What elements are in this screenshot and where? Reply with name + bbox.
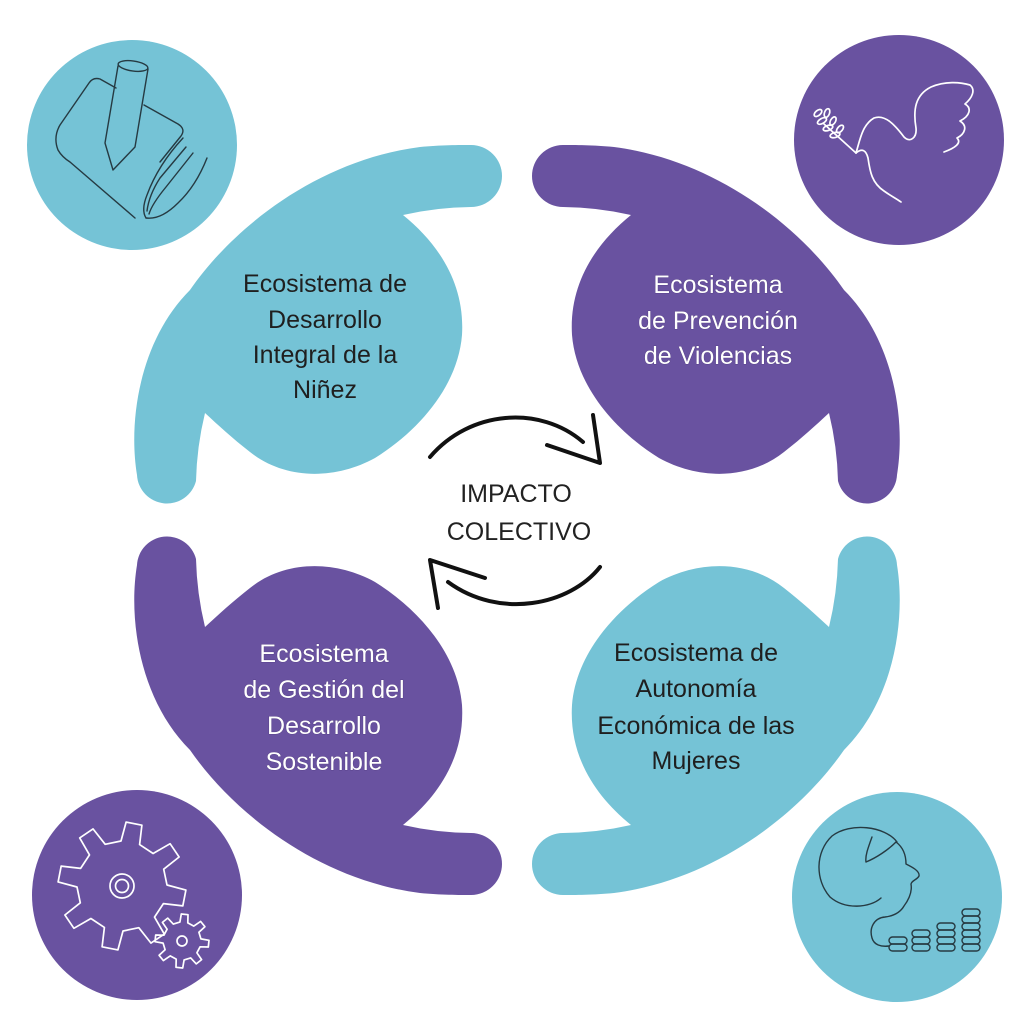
label-line: Sostenible [266, 748, 383, 776]
small-gear-icon [154, 913, 210, 969]
dove-icon [813, 81, 974, 203]
center-title-line-1: IMPACTO [460, 480, 572, 508]
gears-icon [57, 821, 210, 969]
arrow-top-head [545, 413, 602, 465]
icon-circle-bg [794, 35, 1004, 245]
arrow-top-icon [428, 413, 602, 465]
label-line: de Violencias [644, 342, 792, 370]
label-line: Ecosistema de [243, 270, 407, 298]
ecosystem-label-mujeres: Ecosistema de Autonomía Económica de las… [597, 639, 794, 775]
label-line: Ecosistema de [614, 639, 778, 667]
arrow-bottom-arc [446, 565, 602, 607]
center-title-line-2: COLECTIVO [447, 518, 591, 546]
cycle-arrows [428, 413, 602, 610]
coin-icon [961, 908, 981, 917]
icon-circle-bg [792, 792, 1002, 1002]
coin-icon [888, 936, 908, 945]
arrow-top-arc [428, 415, 585, 459]
label-line: Integral de la [253, 341, 398, 369]
large-gear-hub-inner [114, 878, 130, 894]
icon-circle-violencias [794, 35, 1004, 245]
ecosystem-label-violencias: Ecosistema de Prevención de Violencias [638, 271, 799, 371]
woman-coins-icon [818, 826, 981, 952]
label-line: de Gestión del [243, 676, 404, 704]
label-line: Desarrollo [268, 306, 382, 334]
coin-icon [936, 922, 956, 931]
label-line: Mujeres [652, 747, 741, 775]
label-line: Niñez [293, 376, 357, 404]
label-line: Desarrollo [267, 712, 381, 740]
icon-circle-sostenible [32, 790, 242, 1000]
arrow-bottom-icon [428, 558, 602, 610]
coin-icon [911, 929, 931, 938]
label-line: Ecosistema [653, 271, 782, 299]
coin-stacks-icon [888, 908, 981, 952]
large-gear-hub-outer [109, 873, 135, 899]
small-gear-hub [176, 935, 188, 947]
large-gear-icon [57, 821, 187, 951]
label-line: Autonomía [636, 675, 757, 703]
pencil-paper-icon [55, 59, 208, 219]
icon-circle-ninez [27, 40, 237, 250]
ecosystem-label-sostenible: Ecosistema de Gestión del Desarrollo Sos… [243, 640, 405, 777]
icon-circle-mujeres [792, 792, 1002, 1002]
label-line: Económica de las [597, 712, 794, 740]
label-line: Ecosistema [259, 640, 388, 668]
icon-circle-bg [27, 40, 237, 250]
arrow-bottom-head [428, 558, 487, 610]
label-line: de Prevención [638, 307, 798, 335]
icon-circle-bg [32, 790, 242, 1000]
ecosystem-label-ninez: Ecosistema de Desarrollo Integral de la … [243, 270, 407, 404]
